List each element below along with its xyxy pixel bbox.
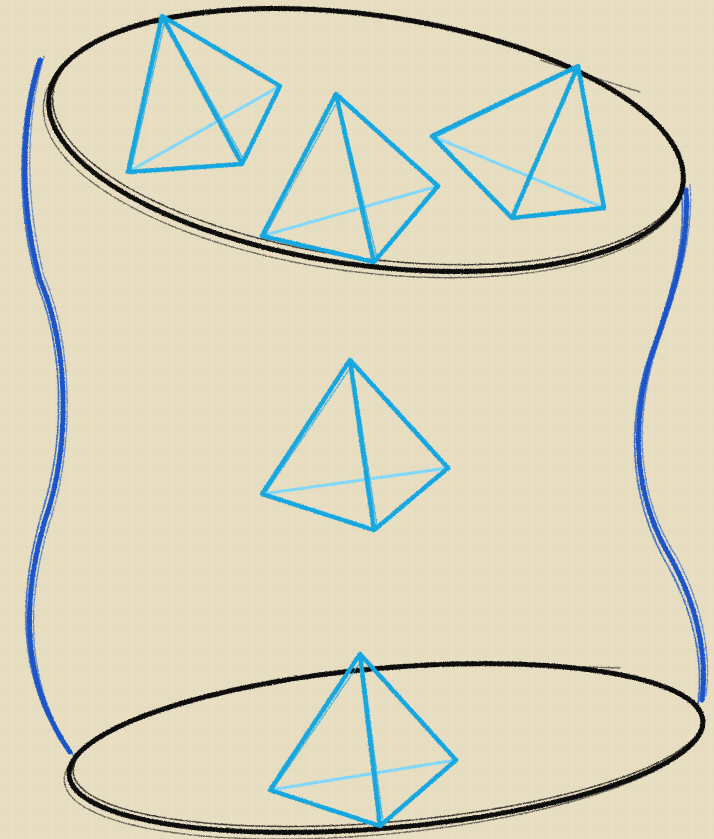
diagram-canvas	[0, 0, 714, 839]
diagram-svg	[0, 0, 714, 839]
